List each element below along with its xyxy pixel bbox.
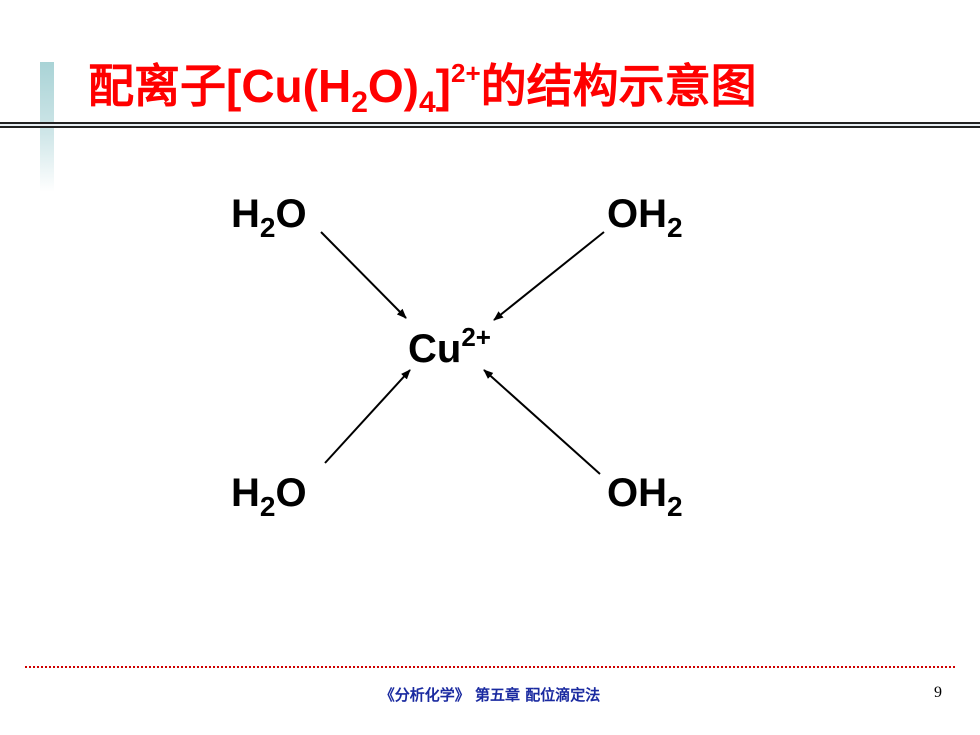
title-charge: 2+ (451, 58, 481, 88)
title-text-suffix: 的结构示意图 (480, 60, 757, 112)
title-subscript-2: 2 (351, 86, 368, 119)
ligand-top-left: H2O (231, 192, 307, 243)
slide-title: 配离子[Cu(H2O)4]2+的结构示意图 (88, 38, 757, 138)
page-number: 9 (934, 684, 942, 701)
bond-arrow-bottom-right (483, 369, 601, 475)
ligand-bottom-left: H2O (231, 471, 307, 522)
bond-arrow-top-left (320, 231, 407, 319)
bond-arrow-bottom-left (324, 369, 411, 464)
bond-arrow-top-right (493, 231, 605, 321)
title-subscript-4: 4 (418, 86, 436, 119)
ligand-top-right: OH2 (607, 192, 683, 243)
title-text-prefix: 配离子[Cu(H (88, 60, 352, 112)
footer-divider (25, 666, 955, 668)
central-metal-ion: Cu2+ (408, 322, 491, 371)
title-bracket-close: ] (435, 60, 451, 112)
title-text-mid: O) (367, 60, 419, 112)
ligand-bottom-right: OH2 (607, 471, 683, 522)
title-divider (0, 122, 980, 128)
footer-text: 《分析化学》 第五章 配位滴定法 (379, 686, 601, 704)
